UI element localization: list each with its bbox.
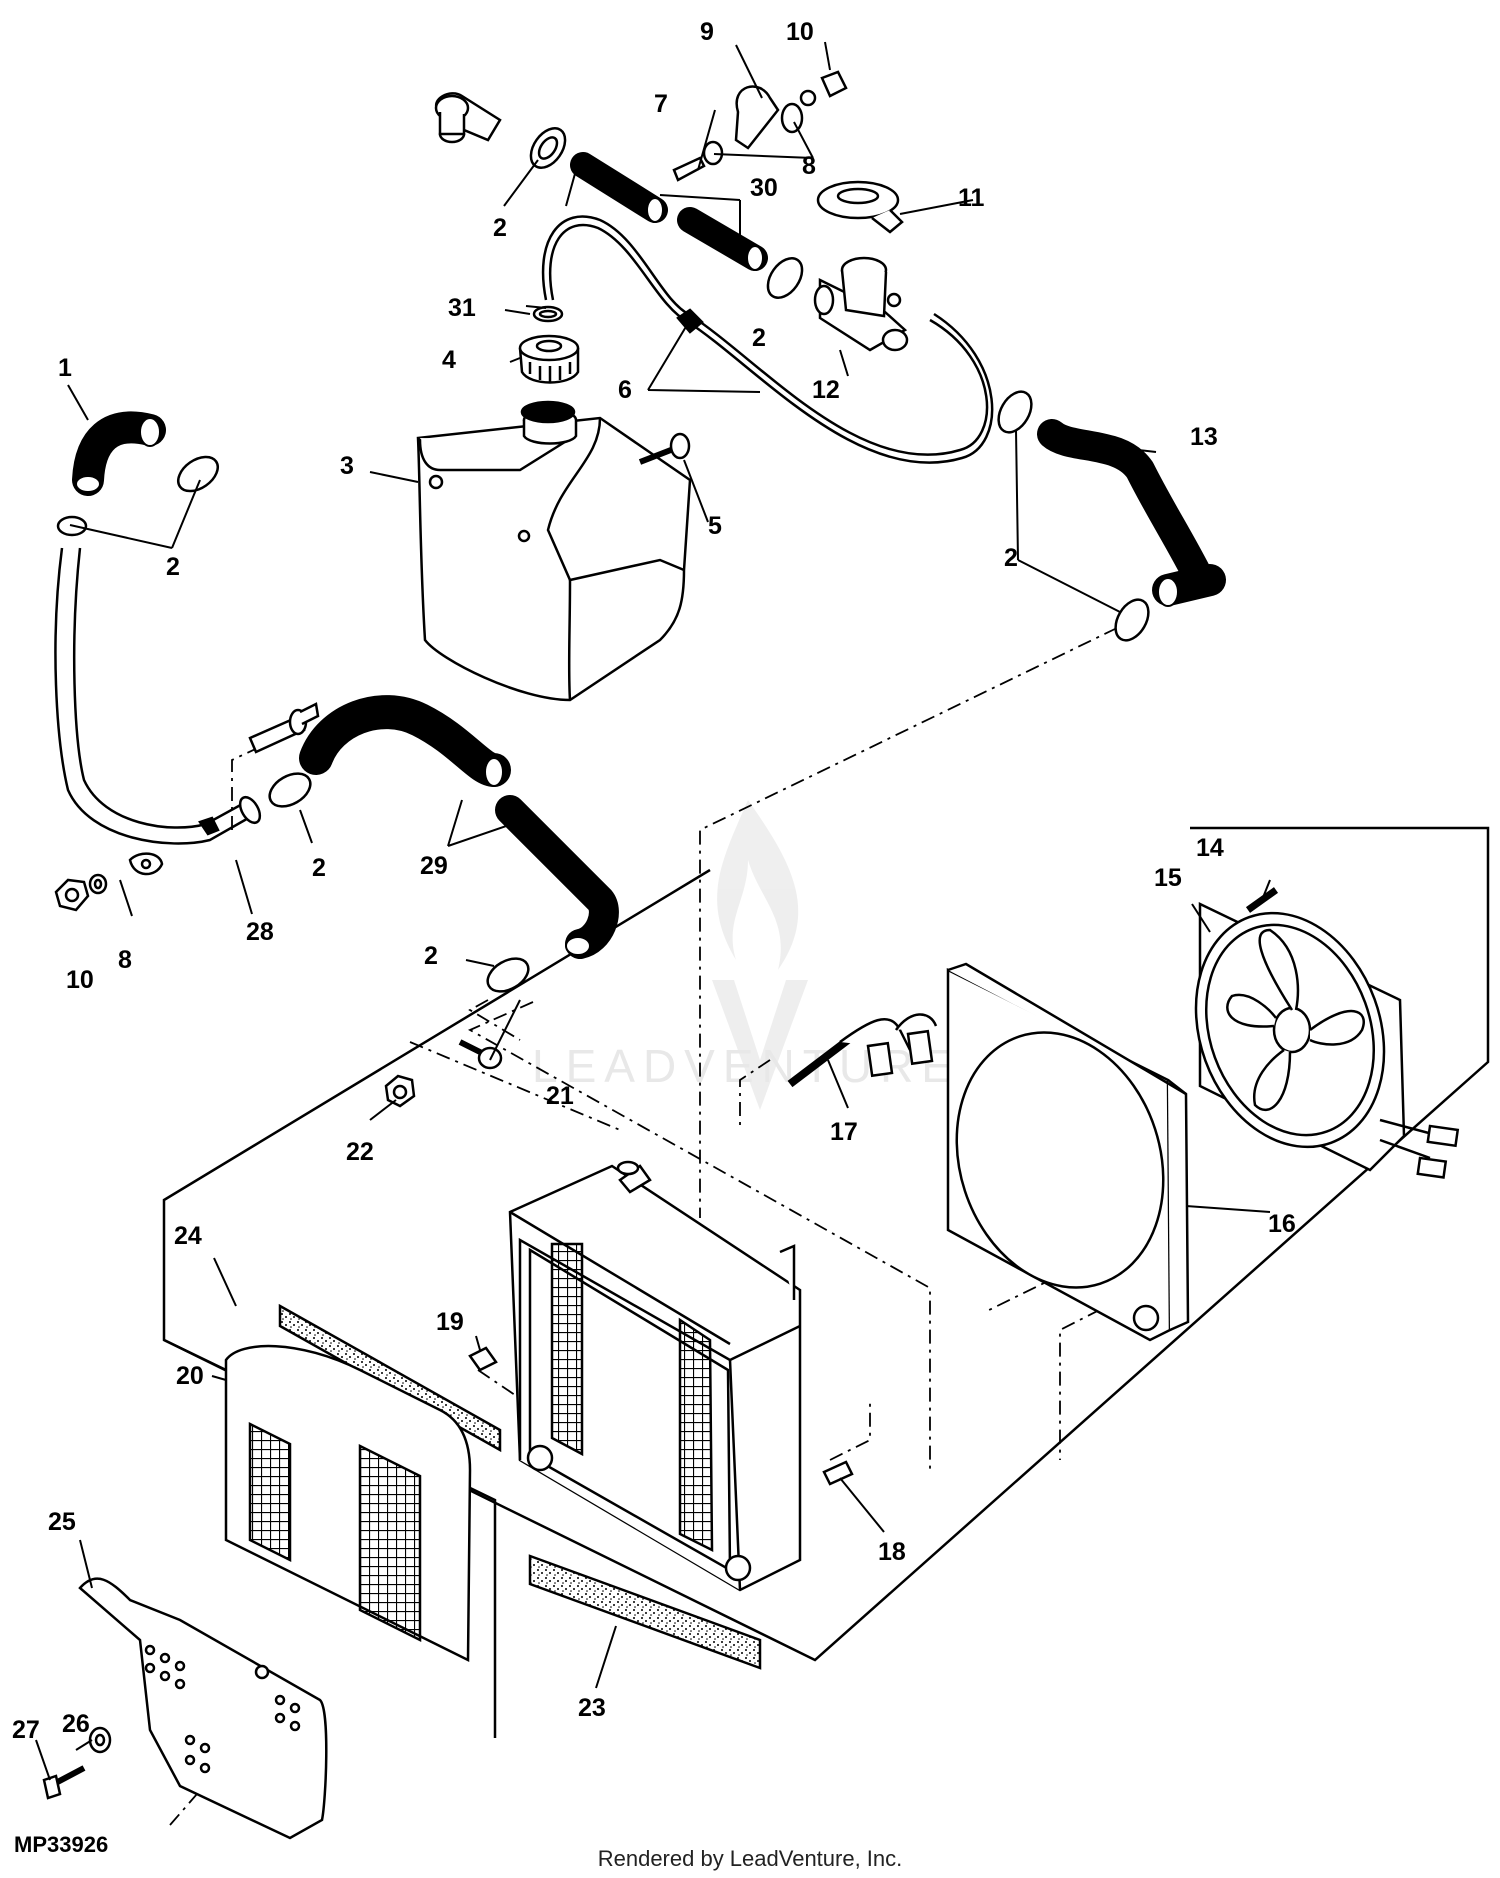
nut-22 [384, 1074, 416, 1108]
filler-neck-12 [813, 256, 909, 352]
bracket-25 [78, 1577, 328, 1840]
callout-4: 4 [442, 346, 456, 374]
callout-12: 12 [812, 376, 840, 404]
callout-23: 23 [578, 1694, 606, 1722]
washer-26 [88, 1726, 112, 1754]
callout-28: 28 [246, 918, 274, 946]
hose-30 [570, 152, 768, 271]
hose-13 [1037, 419, 1226, 607]
callout-25: 25 [48, 1508, 76, 1536]
callout-leaders [35, 41, 1271, 1781]
callout-17: 17 [830, 1118, 858, 1146]
hose-clamp-2 [56, 127, 1150, 993]
fitting-18 [822, 1460, 854, 1486]
diagram-reference: MP33926 [14, 1832, 108, 1857]
callout-10b: 10 [66, 966, 94, 994]
callout-14: 14 [1196, 834, 1224, 862]
fitting-19 [468, 1346, 498, 1372]
radiator [508, 1160, 802, 1592]
screw-5 [638, 432, 691, 465]
callout-7: 7 [654, 90, 668, 118]
callout-1: 1 [58, 354, 72, 382]
foam-strip-23 [528, 1554, 762, 1670]
callout-5: 5 [708, 512, 722, 540]
elbow-fitting [434, 92, 502, 144]
rendered-by-footer: Rendered by LeadVenture, Inc. [597, 1846, 903, 1871]
bolt-27 [42, 1765, 86, 1800]
coolant-tank-3 [416, 400, 692, 702]
callout-19: 19 [436, 1308, 464, 1336]
nut-10 [54, 873, 108, 912]
callout-2d: 2 [1004, 544, 1018, 572]
callout-8a: 8 [802, 152, 816, 180]
callout-20: 20 [176, 1362, 204, 1390]
callout-31: 31 [448, 294, 476, 322]
hose-1 [72, 411, 166, 496]
callout-29: 29 [420, 852, 448, 880]
callout-16: 16 [1268, 1210, 1296, 1238]
callout-21: 21 [546, 1082, 574, 1110]
callout-24: 24 [174, 1222, 202, 1250]
callout-11: 11 [958, 184, 985, 212]
hose-29 [299, 695, 619, 959]
fan-shroud-16 [946, 962, 1190, 1342]
tank-cap-4 [518, 305, 580, 384]
callout-2c: 2 [752, 324, 766, 352]
callout-3: 3 [340, 452, 354, 480]
callout-9: 9 [700, 18, 714, 46]
callout-13: 13 [1190, 423, 1218, 451]
callout-22: 22 [346, 1138, 374, 1166]
pipe-28 [54, 547, 262, 876]
callout-8b: 8 [118, 946, 132, 974]
fitting-28-stud [248, 702, 320, 754]
callout-15: 15 [1154, 864, 1182, 892]
callout-27: 27 [12, 1716, 40, 1744]
sensor-17 [787, 1013, 938, 1088]
screen-20 [224, 1344, 472, 1663]
callout-2a: 2 [166, 553, 180, 581]
callout-2f: 2 [424, 942, 438, 970]
callout-2b: 2 [493, 214, 507, 242]
callout-6: 6 [618, 376, 632, 404]
leadventure-watermark: LEADVENTURE [532, 800, 952, 1110]
radiator-cap-11 [816, 180, 904, 234]
fan-15 [1194, 887, 1460, 1179]
callout-18: 18 [878, 1538, 906, 1566]
callout-10a: 10 [786, 18, 814, 46]
callout-30: 30 [750, 174, 778, 202]
bolt-21 [458, 1039, 503, 1070]
callout-labels: 1 2 2 2 2 2 2 3 4 5 6 7 8 8 9 10 10 11 1… [12, 18, 1296, 1744]
callout-2e: 2 [312, 854, 326, 882]
callout-26: 26 [62, 1710, 90, 1738]
